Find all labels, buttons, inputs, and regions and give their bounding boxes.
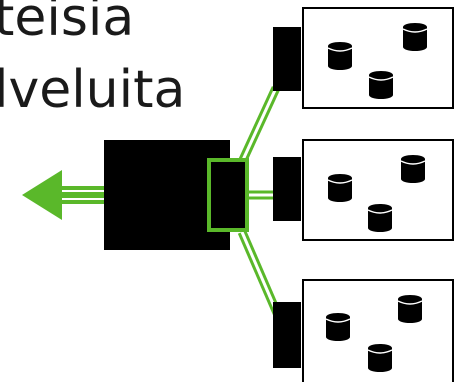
database-icon — [327, 42, 353, 70]
title-line-1: teisia — [0, 0, 135, 48]
server-connector — [273, 302, 301, 368]
database-icon — [367, 204, 393, 232]
connection-line-top — [237, 86, 281, 164]
server-group-1 — [273, 7, 454, 109]
database-icon — [325, 313, 351, 341]
server-group-2 — [273, 139, 454, 241]
server-group-3 — [273, 279, 454, 382]
database-icon — [397, 295, 423, 323]
server-connector — [273, 27, 301, 91]
database-icon — [327, 174, 353, 202]
database-icon — [402, 23, 428, 51]
arrow-left-icon — [22, 170, 108, 220]
title-line-2: lveluita — [0, 60, 186, 120]
database-icon — [367, 344, 393, 372]
database-icon — [368, 71, 394, 99]
server-connector — [273, 157, 301, 221]
database-icon — [400, 155, 426, 183]
gateway-port — [207, 158, 249, 232]
